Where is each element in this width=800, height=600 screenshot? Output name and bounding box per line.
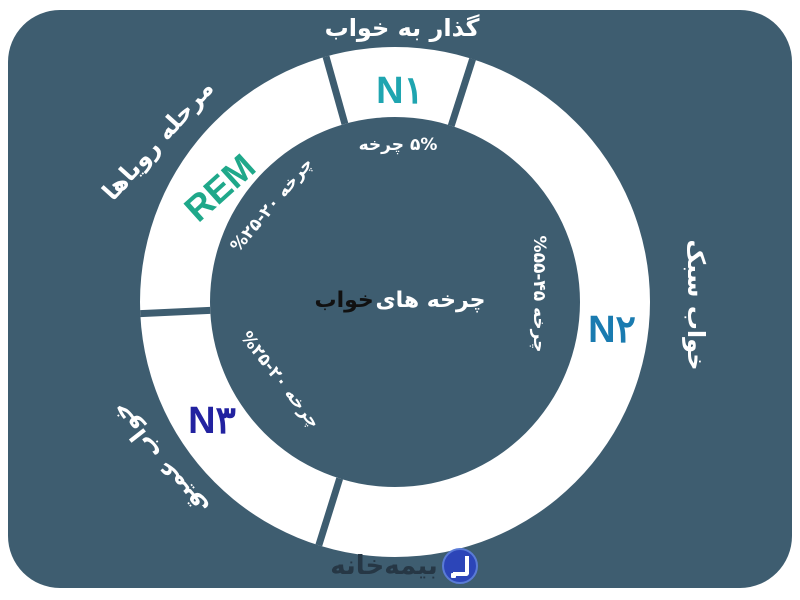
stage-label-n3: N۳ <box>188 400 236 442</box>
divider-rem-n1 <box>322 55 349 125</box>
ring <box>140 47 650 557</box>
divider-n1-n2 <box>447 58 476 127</box>
center-title-part2: خواب <box>314 288 373 313</box>
brand-logo-text: بیمه‌خانه <box>330 551 438 581</box>
brand-logo-icon <box>441 548 478 584</box>
stage-label-n2: N۲ <box>588 309 636 351</box>
center-title: چرخه های خواب <box>314 288 485 313</box>
outer-label-n2: خواب سبک <box>682 239 710 370</box>
brand-logo: بیمه‌خانه <box>312 546 496 586</box>
divider-n3-rem <box>140 306 211 318</box>
stage-label-n1: N۱ <box>376 70 424 112</box>
outer-label-n1: گذار به خواب <box>325 14 480 42</box>
center-title-part1: چرخه های <box>375 288 485 313</box>
inner-label-n2: چرخه ۴۵-۵۵% <box>529 236 549 353</box>
inner-label-n1: ۵% چرخه <box>359 135 438 155</box>
divider-n2-n3 <box>315 477 344 547</box>
